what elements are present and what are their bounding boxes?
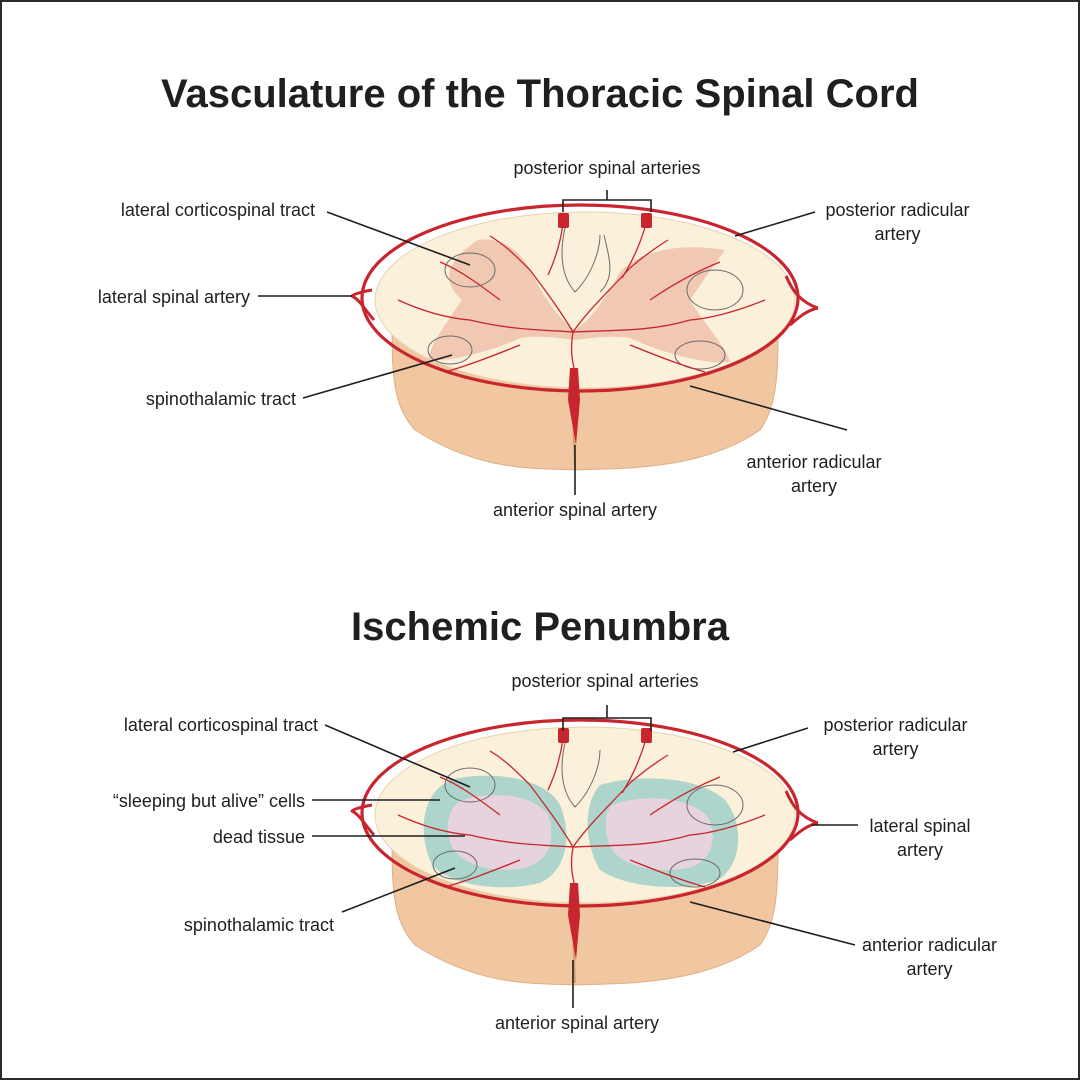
label-line: artery xyxy=(896,840,943,860)
label-lateral-spinal-artery: lateral spinal artery xyxy=(97,287,250,307)
dead-tissue-left xyxy=(447,795,552,870)
label-posterior-spinal-arteries-2: posterior spinal arteries xyxy=(511,671,699,691)
label-line: posterior radicular xyxy=(823,715,968,735)
label-line: posterior radicular xyxy=(825,200,970,220)
label-line: artery xyxy=(874,224,921,244)
label-spinothalamic-tract-2: spinothalamic tract xyxy=(183,915,334,935)
label-line: artery xyxy=(790,476,837,496)
label-line: anterior radicular xyxy=(746,452,882,472)
label-line: artery xyxy=(872,739,919,759)
label-lateral-corticospinal-tract: lateral corticospinal tract xyxy=(120,200,315,220)
diagram-title-ischemic-penumbra: Ischemic Penumbra xyxy=(351,605,729,649)
spinothalamic-tract-left xyxy=(427,335,473,365)
label-line: artery xyxy=(906,959,953,979)
leader-lines-2 xyxy=(312,705,858,1008)
label-spinothalamic-tract: spinothalamic tract xyxy=(145,389,296,409)
dead-tissue-right xyxy=(605,798,713,871)
label-dead-tissue: dead tissue xyxy=(212,827,305,847)
spinothalamic-tract-right xyxy=(674,340,726,370)
cord-cross-section-normal xyxy=(350,203,820,471)
label-posterior-radicular-artery: posterior radicular artery xyxy=(810,198,985,246)
gray-matter xyxy=(428,239,730,363)
label-posterior-radicular-artery-2: posterior radicular artery xyxy=(808,713,983,761)
cord-cross-section-ischemic xyxy=(350,718,820,986)
lateral-corticospinal-tract-right xyxy=(686,269,744,311)
label-line: anterior radicular xyxy=(861,935,998,955)
label-lateral-spinal-artery-2: lateral spinal artery xyxy=(855,814,985,862)
label-line: lateral spinal xyxy=(869,816,971,836)
leader-lines-1 xyxy=(258,190,848,495)
lateral-corticospinal-tract-left xyxy=(444,252,496,288)
label-anterior-radicular-artery: anterior radicular artery xyxy=(728,450,900,498)
label-anterior-radicular-artery-2: anterior radicular artery xyxy=(842,933,1017,981)
label-anterior-spinal-artery: anterior spinal artery xyxy=(492,500,658,520)
label-anterior-spinal-artery-2: anterior spinal artery xyxy=(494,1013,660,1033)
label-lateral-corticospinal-tract-2: lateral corticospinal tract xyxy=(123,715,318,735)
label-posterior-spinal-arteries: posterior spinal arteries xyxy=(513,158,701,178)
diagram-title-vasculature: Vasculature of the Thoracic Spinal Cord xyxy=(161,72,919,116)
label-sleeping-but-alive-cells: “sleeping but alive” cells xyxy=(112,791,305,811)
